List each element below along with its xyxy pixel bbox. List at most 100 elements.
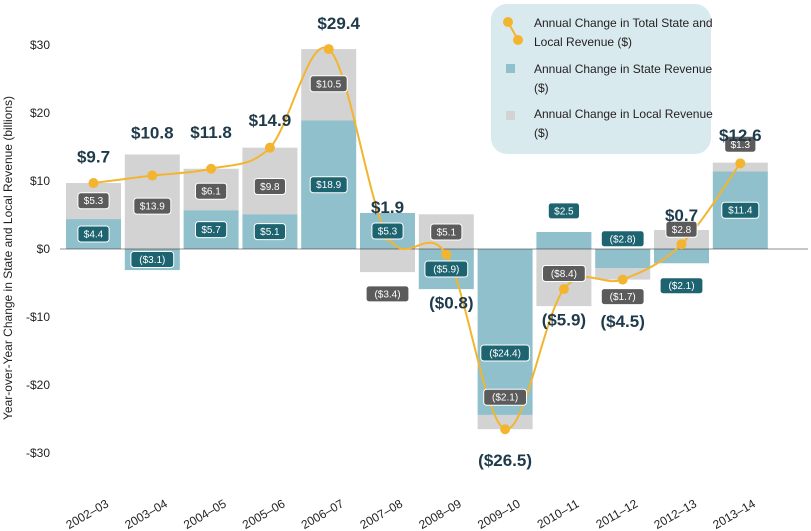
- local-value-label-box: [253, 177, 287, 195]
- local-value-label: $10.5: [309, 75, 348, 93]
- y-tick-label: -$10: [26, 310, 50, 324]
- state-value-label-text: $5.1: [260, 227, 280, 238]
- local-value-label-text: ($2.1): [492, 393, 518, 404]
- total-labels: $9.7 $10.8 $11.8 $14.9 $29.4 $1.9 ($0.8) ($26.5…: [77, 14, 762, 470]
- state-value-label-text: ($24.4): [489, 349, 521, 360]
- state-value-label-text: $4.4: [84, 230, 104, 241]
- local-value-label: $9.8: [253, 177, 287, 195]
- state-value-label-text: ($2.8): [610, 234, 636, 245]
- state-value-label: ($24.4): [480, 344, 530, 362]
- state-value-label-text: ($5.9): [433, 265, 459, 276]
- x-tick-label: 2009–10: [475, 496, 523, 531]
- x-tick-label: 2013–14: [710, 496, 758, 531]
- y-tick-label: $30: [30, 38, 50, 52]
- total-point: [617, 274, 628, 285]
- legend-box: [491, 4, 711, 154]
- y-axis-ticks: $30$20$10$0-$10-$20-$30: [26, 38, 50, 460]
- state-value-label-box: [253, 223, 287, 241]
- total-value-label: $12.6: [719, 126, 762, 145]
- state-value-label: ($2.8): [600, 230, 645, 248]
- legend-line-dot: [513, 35, 523, 45]
- local-value-label: $2.8: [665, 220, 698, 238]
- local-value-label-text: $6.1: [201, 187, 221, 198]
- local-value-label: ($8.4): [542, 264, 586, 282]
- local-value-label-box: [133, 197, 172, 215]
- local-value-label-box: [430, 223, 463, 241]
- y-tick-label: -$20: [26, 378, 50, 392]
- total-value-label: ($4.5): [600, 312, 644, 331]
- x-tick-label: 2003–04: [122, 496, 170, 531]
- state-bar: [536, 232, 592, 249]
- state-value-label-box: [547, 202, 580, 220]
- local-value-label: $5.3: [77, 192, 110, 210]
- local-value-label: ($3.4): [365, 285, 410, 303]
- state-value-label-text: $11.4: [728, 206, 753, 217]
- local-bar: [360, 249, 415, 273]
- legend-label: Annual Change in Local Revenue($): [534, 107, 713, 140]
- local-value-label-box: [724, 135, 757, 153]
- local-value-label-box: [600, 288, 645, 306]
- state-value-label: $4.4: [77, 225, 110, 243]
- total-value-label: $9.7: [77, 148, 110, 167]
- state-value-label: $5.7: [195, 221, 228, 239]
- total-point: [500, 424, 511, 435]
- total-value-label: $10.8: [131, 124, 174, 143]
- local-value-label-text: $9.8: [260, 182, 280, 193]
- local-value-label-text: ($8.4): [551, 269, 577, 280]
- y-axis-label: Year-over-Year Change in State and Local…: [1, 96, 15, 420]
- state-value-label: ($2.1): [659, 277, 704, 295]
- y-tick-label: $20: [30, 106, 50, 120]
- state-value-label-text: $2.5: [554, 206, 574, 217]
- state-value-label-box: [600, 230, 645, 248]
- legend-line-dot: [503, 17, 513, 27]
- local-value-label-text: $10.5: [316, 79, 341, 90]
- total-point: [735, 158, 746, 169]
- total-point: [323, 44, 334, 55]
- y-tick-label: $0: [37, 242, 51, 256]
- total-value-label: $1.9: [371, 198, 404, 217]
- local-value-label: $6.1: [195, 182, 228, 200]
- local-value-label: ($2.1): [483, 388, 528, 406]
- state-value-label-box: [195, 221, 228, 239]
- state-value-label-box: [721, 201, 760, 219]
- x-tick-label: 2007–08: [358, 496, 406, 531]
- local-value-label: $13.9: [133, 197, 172, 215]
- state-value-label: ($3.1): [130, 251, 175, 269]
- local-value-label-text: ($1.7): [610, 292, 636, 303]
- local-value-label-box: [365, 285, 410, 303]
- total-value-label: $0.7: [665, 206, 698, 225]
- total-value-label: $29.4: [317, 14, 360, 33]
- state-value-label: $18.9: [309, 176, 348, 194]
- state-bar: [477, 249, 533, 415]
- state-value-label-text: ($3.1): [139, 255, 165, 266]
- total-value-label: $14.9: [249, 111, 292, 130]
- state-value-label: $11.4: [721, 201, 760, 219]
- total-value-label: ($0.8): [429, 294, 473, 313]
- total-value-label: ($5.9): [542, 311, 586, 330]
- value-labels: $4.4 $5.3 ($3.1) $13.9 $5.7 $6.1 $5.1 $9.8 $18.9…: [77, 75, 760, 406]
- state-value-label-text: $18.9: [316, 180, 341, 191]
- local-value-label-box: [309, 75, 348, 93]
- legend-local-swatch: [506, 111, 515, 120]
- total-value-label: $11.8: [190, 123, 232, 142]
- state-bar: [654, 249, 709, 264]
- total-point: [264, 142, 275, 153]
- local-value-label: $1.3: [724, 135, 757, 153]
- local-value-label-box: [483, 388, 528, 406]
- local-value-label: ($1.7): [600, 288, 645, 306]
- y-tick-label: -$30: [26, 446, 50, 460]
- total-value-label: ($26.5): [478, 451, 532, 470]
- local-value-label-text: $5.1: [437, 228, 457, 239]
- x-tick-label: 2006–07: [299, 496, 347, 531]
- total-point: [676, 239, 687, 250]
- total-point: [88, 178, 99, 189]
- local-value-label-text: $1.3: [731, 140, 751, 151]
- state-value-label: $2.5: [547, 202, 580, 220]
- x-tick-label: 2005–06: [240, 496, 288, 531]
- local-value-label-text: $13.9: [140, 202, 165, 213]
- total-point: [558, 284, 569, 295]
